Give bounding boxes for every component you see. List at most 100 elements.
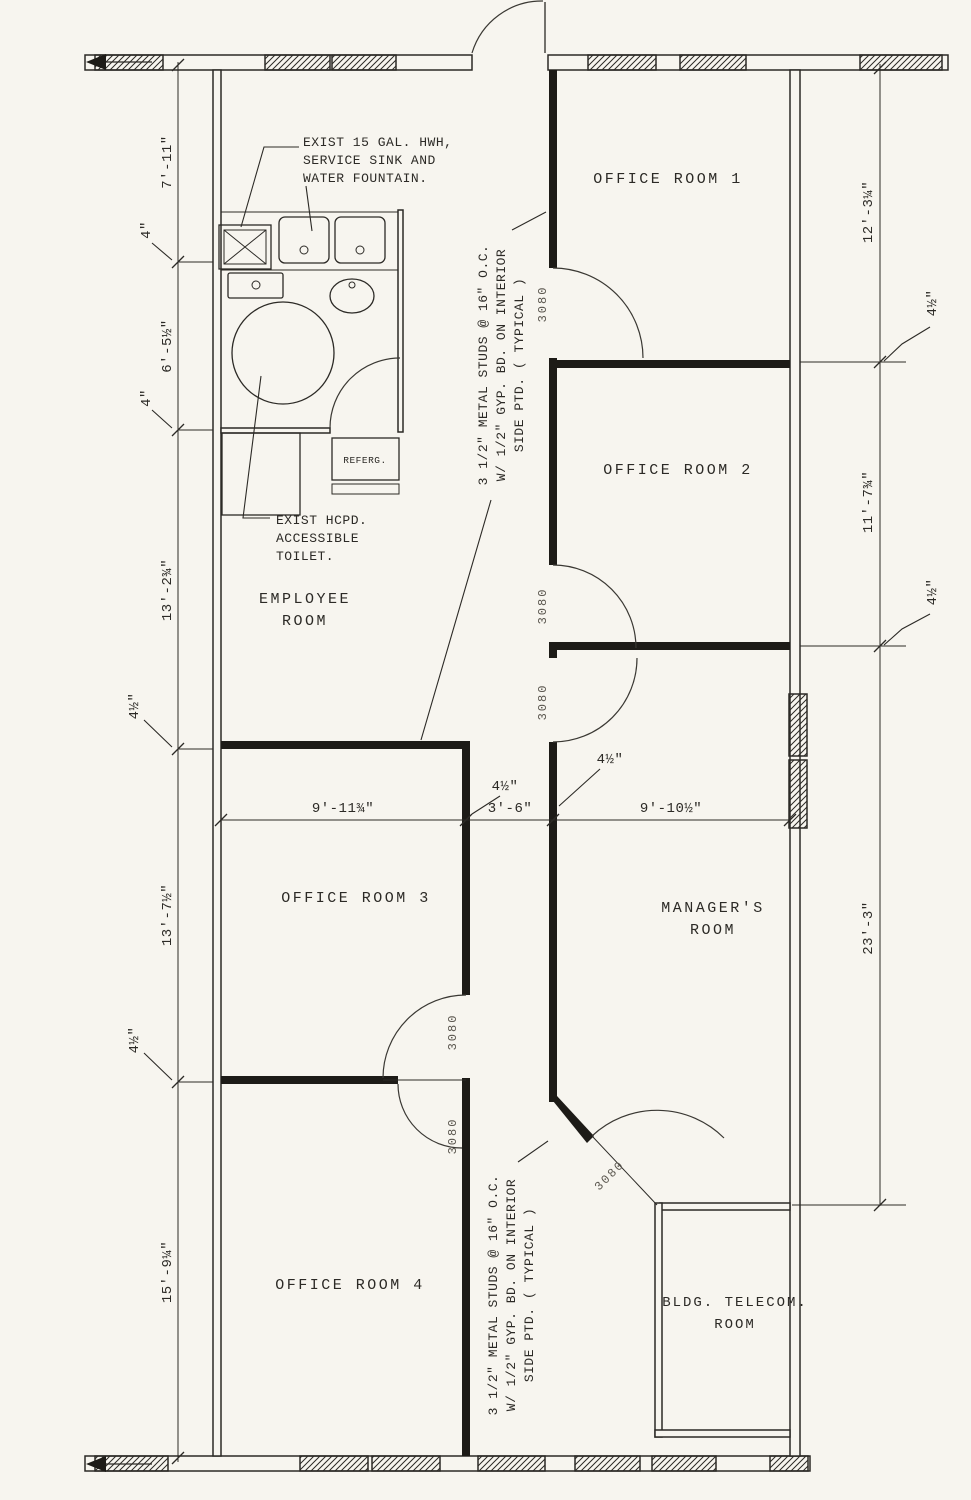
note-studs-top-2: W/ 1/2" GYP. BD. ON INTERIOR xyxy=(494,249,509,481)
door-size-office1: 3080 xyxy=(536,286,550,323)
telecom-top-wall xyxy=(659,1202,791,1211)
room-label-office3: OFFICE ROOM 3 xyxy=(281,890,431,907)
dim-left-6: 13'-7½" xyxy=(160,884,176,946)
room-label-telecom-2: ROOM xyxy=(714,1317,756,1333)
toilet-tank xyxy=(227,272,284,299)
studs-bottom-leader xyxy=(517,1140,549,1163)
office4-door-swing xyxy=(397,1083,463,1149)
office3-top-wall xyxy=(221,741,470,749)
window-bottom-7 xyxy=(769,1455,809,1472)
window-bottom-3 xyxy=(371,1455,441,1472)
note-toilet-2: ACCESSIBLE xyxy=(276,531,359,546)
dimensions-right: 12'-3¼" 4½" 11'-7¾" 4½" 23'-3" xyxy=(792,61,941,1212)
note-studs-bottom-3: SIDE PTD. ( TYPICAL ) xyxy=(522,1208,537,1382)
note-hwh-3: WATER FOUNTAIN. xyxy=(303,171,428,186)
water-fountain xyxy=(334,216,386,264)
hwh-leader-1 xyxy=(240,146,299,228)
lavatory-faucet xyxy=(348,281,356,289)
doors: 3080 3080 3080 3080 3080 3080 xyxy=(329,267,725,1206)
dimensions-middle: 9'-11¾" 3'-6" 9'-10½" 4½" 4½" xyxy=(214,752,797,827)
door-size-hall: 3080 xyxy=(536,684,550,721)
room-label-managers-1: MANAGER'S xyxy=(661,900,765,917)
office3-door-swing xyxy=(382,994,467,1079)
window-bottom-4 xyxy=(477,1455,546,1472)
room-label-telecom-1: BLDG. TELECOM. xyxy=(662,1295,808,1311)
hwh-leader-2 xyxy=(305,185,313,232)
dim-right-3: 4½" xyxy=(925,579,941,606)
dim-ext-right xyxy=(792,361,906,1206)
service-sink xyxy=(278,216,330,264)
corridor-wall-3 xyxy=(549,642,557,658)
lavatory xyxy=(329,278,375,314)
dim-left-4: 13'-2¾" xyxy=(160,559,176,621)
dim-middle-0: 9'-11¾" xyxy=(312,801,374,817)
toilet-leader xyxy=(242,375,270,519)
room-label-managers-2: ROOM xyxy=(690,922,736,939)
window-bottom-6 xyxy=(651,1455,717,1472)
office2-door-swing xyxy=(552,564,637,649)
dim-left-2: 6'-5½" xyxy=(160,319,176,372)
telecom-door-swing xyxy=(591,1109,725,1139)
refrigerator xyxy=(331,437,400,481)
left-wall xyxy=(212,69,222,1457)
corridor-wall-2 xyxy=(549,358,557,565)
toilet-room-bottom-wall xyxy=(220,427,331,434)
refrigerator-label: REFERG. xyxy=(343,455,386,466)
dim-middle-3: 4½" xyxy=(492,779,519,795)
dimensions-left: 7'-11" 4" 6'-5½" 4" 13'-2¾" 4½" 13'-7½" … xyxy=(127,58,213,1465)
office3-right-wall xyxy=(462,749,470,995)
dim-middle-4: 4½" xyxy=(597,752,624,768)
room-label-office4: OFFICE ROOM 4 xyxy=(275,1277,425,1294)
door-size-telecom: 3080 xyxy=(592,1158,628,1194)
dim-left-5: 4½" xyxy=(127,693,143,720)
window-bottom-2 xyxy=(299,1455,369,1472)
window-top-5 xyxy=(679,54,747,71)
door-size-office3: 3080 xyxy=(446,1014,460,1051)
dim-leaders-middle xyxy=(471,768,601,815)
window-bottom-5 xyxy=(574,1455,641,1472)
corridor-wall-1 xyxy=(549,70,557,268)
corridor-wall-4 xyxy=(549,742,557,1102)
exhaust-fan-inner xyxy=(223,229,267,265)
room-label-office2: OFFICE ROOM 2 xyxy=(603,462,753,479)
note-hwh-1: EXIST 15 GAL. HWH, xyxy=(303,135,452,150)
right-wall-pilaster-2 xyxy=(788,759,808,829)
leaders xyxy=(240,146,549,1163)
window-top-6 xyxy=(859,54,943,71)
toilet-room-right-wall xyxy=(397,209,404,433)
dim-ticks-right xyxy=(873,61,887,1212)
dim-ticks-left xyxy=(171,58,185,1465)
office1-door-swing xyxy=(552,267,644,359)
note-toilet-1: EXIST HCPD. xyxy=(276,513,367,528)
dim-ext-left xyxy=(178,261,213,1083)
notes: EXIST 15 GAL. HWH, SERVICE SINK AND WATE… xyxy=(276,135,537,1415)
office3-office4-wall xyxy=(221,1076,398,1084)
exhaust-fan-box xyxy=(218,224,272,270)
fixtures: REFERG. xyxy=(218,216,400,516)
service-sink-drain xyxy=(299,245,309,255)
dim-right-2: 11'-7¾" xyxy=(861,471,877,533)
room-labels: OFFICE ROOM 1 OFFICE ROOM 2 EMPLOYEE ROO… xyxy=(259,171,808,1333)
bottom-left-arrow xyxy=(86,1456,106,1472)
note-studs-bottom-1: 3 1/2" METAL STUDS @ 16" O.C. xyxy=(486,1175,501,1416)
studs-top-leader-1 xyxy=(511,211,547,231)
room-label-employee-2: ROOM xyxy=(282,613,328,630)
top-left-arrow xyxy=(86,54,106,70)
door-size-office4: 3080 xyxy=(446,1118,460,1155)
toilet-flush xyxy=(251,280,261,290)
telecom-left-wall xyxy=(654,1202,663,1438)
window-top-3 xyxy=(331,54,397,71)
door-size-office2: 3080 xyxy=(536,588,550,625)
dim-leaders-left xyxy=(143,242,173,1081)
toilet-door-swing xyxy=(329,357,401,429)
dim-left-0: 7'-11" xyxy=(160,135,176,188)
right-wall-pilaster-1 xyxy=(788,693,808,757)
office1-office2-wall xyxy=(557,360,790,368)
water-fountain-drain xyxy=(355,245,365,255)
dim-left-3: 4" xyxy=(139,389,155,407)
dim-right-0: 12'-3¼" xyxy=(861,181,877,243)
interior-walls xyxy=(220,70,791,1456)
room-label-employee-1: EMPLOYEE xyxy=(259,591,351,608)
dim-middle-1: 3'-6" xyxy=(488,801,533,817)
